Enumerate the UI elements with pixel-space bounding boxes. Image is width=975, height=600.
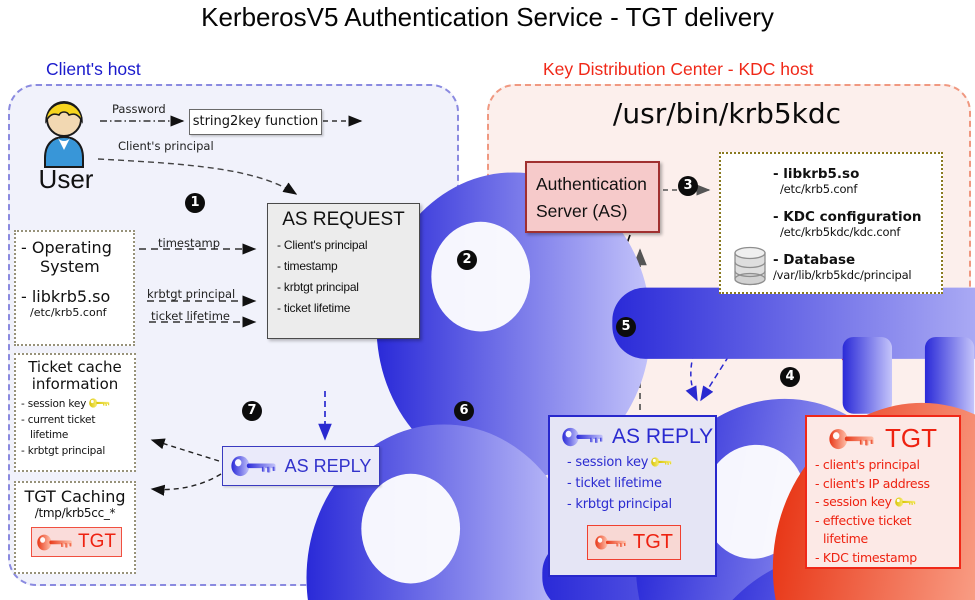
ticket-cache-title: Ticket cache: [28, 358, 122, 376]
as-request-item: - ticket lifetime: [277, 301, 351, 315]
config-item-path: /var/lib/krb5kdc/principal: [773, 268, 912, 282]
kdc-as-reply-title: AS REPLY: [612, 425, 714, 448]
ticket-cache-item: - session key: [21, 398, 87, 410]
config-item-name: - libkrb5.so: [773, 166, 860, 182]
session-key-icon: [89, 398, 110, 408]
as-request-box: AS REQUEST - Client's principal - timest…: [267, 203, 420, 339]
password-label: Password: [112, 102, 166, 116]
cached-tgt-key-icon: [37, 534, 73, 551]
config-item-name: - Database: [773, 252, 856, 268]
as-request-item: - timestamp: [277, 259, 338, 273]
tgt-item: - session key: [815, 494, 892, 509]
kdc-daemon-title: /usr/bin/krb5kdc: [612, 97, 842, 130]
inner-tgt-key-icon: [595, 535, 627, 550]
config-item-name: - KDC configuration: [773, 209, 922, 225]
client-as-reply-box: AS REPLY: [222, 446, 380, 486]
os-line: System: [40, 257, 100, 276]
ticket-cache-box: Ticket cache information - session key -…: [14, 353, 136, 472]
tgt-title: TGT: [885, 423, 937, 453]
step-7-badge: 7: [242, 401, 262, 421]
diagram-title: KerberosV5 Authentication Service - TGT …: [201, 2, 774, 32]
session-key-icon: [895, 497, 916, 507]
database-icon: [734, 246, 766, 286]
as-request-item: - Client's principal: [277, 238, 368, 252]
client-principal-label: Client's principal: [118, 139, 214, 153]
tgt-item: - client's principal: [815, 457, 920, 472]
ticket-cache-title: information: [31, 375, 119, 393]
string2key-box: string2key function: [189, 109, 322, 135]
tgt-item: - effective ticket: [815, 512, 912, 528]
krbtgt-arrow-label: krbtgt principal: [147, 287, 236, 301]
step-6-badge: 6: [454, 401, 474, 421]
tgt-item: - KDC timestamp: [815, 549, 917, 565]
as-line: Server (AS): [536, 201, 628, 221]
kdc-reply-item: - krbtgt principal: [567, 497, 672, 512]
authentication-server-box: Authentication Server (AS): [525, 161, 660, 233]
client-host-label: Client's host: [46, 59, 141, 79]
step-3-badge: 3: [678, 176, 698, 196]
kdc-as-reply-box: AS REPLY - session key - ticket lifetime…: [548, 415, 717, 577]
ticket-cache-item: - krbtgt principal: [21, 444, 106, 457]
user-icon: [44, 101, 84, 168]
tgt-caching-title: TGT Caching: [24, 487, 126, 506]
krb5-conf-path: /etc/krb5.conf: [30, 306, 107, 319]
cached-tgt-chip: TGT: [31, 527, 122, 557]
kdc-reply-item: - session key: [567, 455, 649, 470]
kdc-reply-item: - ticket lifetime: [567, 476, 662, 491]
reply-to-tgt-cache-arrow: [150, 473, 222, 496]
reply-tgt-chip: TGT: [587, 525, 681, 560]
tgt-item: lifetime: [823, 531, 868, 546]
user-label: User: [38, 164, 94, 194]
kdc-host-label: Key Distribution Center - KDC host: [543, 59, 814, 79]
ticket-cache-item: - current ticket: [21, 413, 96, 426]
tgt-box: TGT - client's principal - client's IP a…: [805, 415, 961, 569]
client-principal-arrow: [97, 158, 298, 195]
client-as-reply-title: AS REPLY: [284, 455, 372, 476]
kdc-config-box: - libkrb5.so /etc/krb5.conf - KDC config…: [719, 152, 943, 294]
session-key-icon: [651, 457, 672, 467]
timestamp-arrow-label: timestamp: [158, 236, 221, 250]
os-line: - Operating: [21, 238, 112, 257]
step-2-badge: 2: [457, 250, 477, 270]
ticket-cache-item: lifetime: [30, 429, 69, 441]
cached-tgt-label: TGT: [78, 531, 116, 552]
step-5-badge: 5: [616, 317, 636, 337]
lifetime-arrow-label: ticket lifetime: [151, 309, 231, 323]
tgt-caching-box: TGT Caching /tmp/krb5cc_* TGT: [14, 481, 136, 574]
libkrb5-line: - libkrb5.so: [21, 287, 111, 306]
tgt-key-icon: [829, 428, 875, 450]
step-4-badge: 4: [780, 367, 800, 387]
as-request-title: AS REQUEST: [282, 209, 405, 230]
step-1-badge: 1: [185, 193, 205, 213]
as-reply-key-icon: [231, 455, 277, 477]
reply-tgt-label: TGT: [633, 531, 673, 553]
os-box: - Operating System - libkrb5.so /etc/krb…: [14, 230, 135, 346]
as-reply-key-icon: [562, 427, 604, 447]
as-request-item: - krbtgt principal: [277, 280, 359, 294]
reply-to-ticket-cache-arrow: [150, 438, 220, 462]
config-item-path: /etc/krb5kdc/kdc.conf: [780, 225, 901, 239]
tgt-caching-path: /tmp/krb5cc_*: [34, 506, 116, 520]
as-line: Authentication: [536, 174, 647, 194]
config-item-path: /etc/krb5.conf: [780, 182, 858, 196]
tgt-item: - client's IP address: [815, 475, 930, 491]
